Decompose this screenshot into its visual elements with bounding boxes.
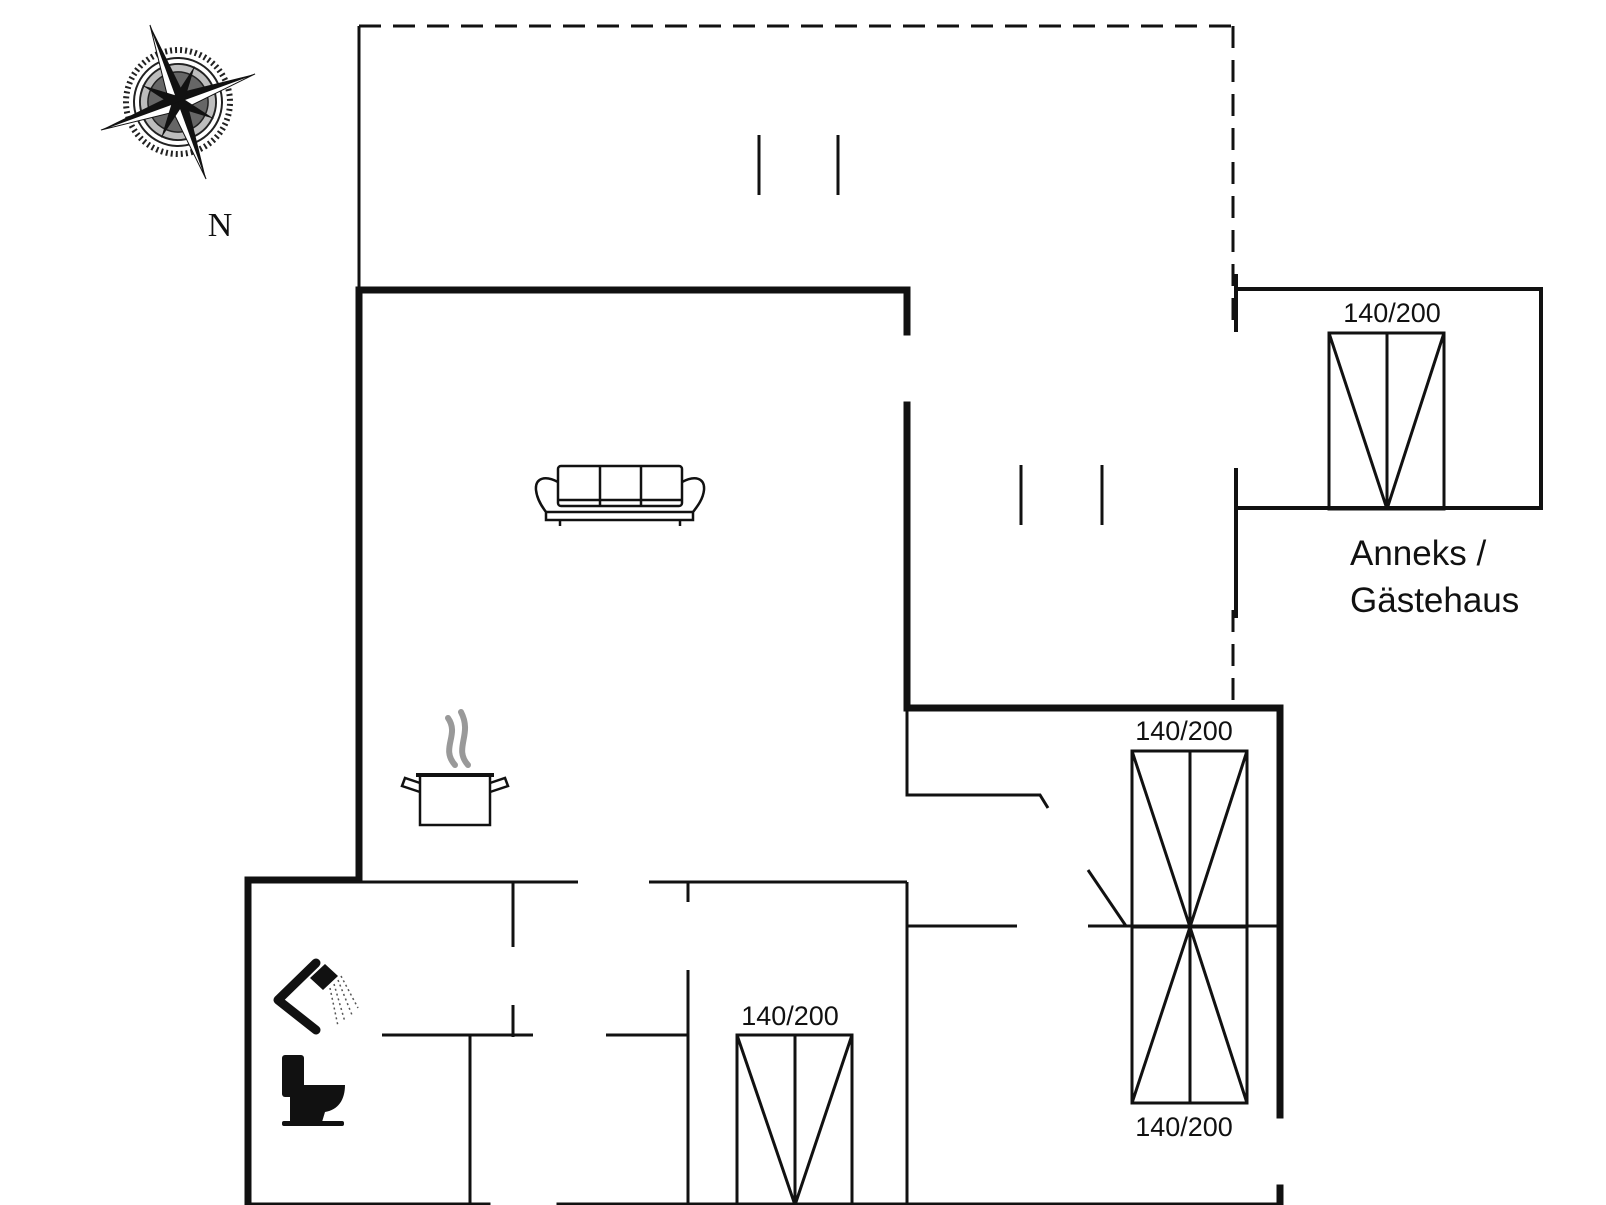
bed-size-label: 140/200 (1135, 1112, 1233, 1142)
terrace-outline (359, 24, 1235, 700)
annex-label-line2: Gästehaus (1350, 581, 1519, 620)
bed-size-label: 140/200 (1135, 716, 1233, 746)
exterior-walls (244, 286, 1284, 1205)
annex-label: Anneks / (1350, 534, 1486, 573)
bed-bedroom-bottom (735, 1033, 854, 1205)
bed-annex (1327, 331, 1446, 511)
bed-size-label: 140/200 (741, 1001, 839, 1031)
terrace-markers (757, 135, 1104, 525)
shower-icon (273, 958, 359, 1035)
compass-rose-icon (100, 24, 256, 180)
compass-north-label: N (208, 207, 233, 244)
bed-size-label: 140/200 (1343, 298, 1441, 328)
sofa-icon (534, 464, 706, 526)
cooking-pot-icon (400, 709, 510, 827)
bed-bedroom-right-upper (1130, 749, 1249, 929)
bed-bedroom-right-lower (1130, 925, 1249, 1105)
toilet-icon (282, 1055, 345, 1126)
interior-walls (362, 708, 1277, 1205)
